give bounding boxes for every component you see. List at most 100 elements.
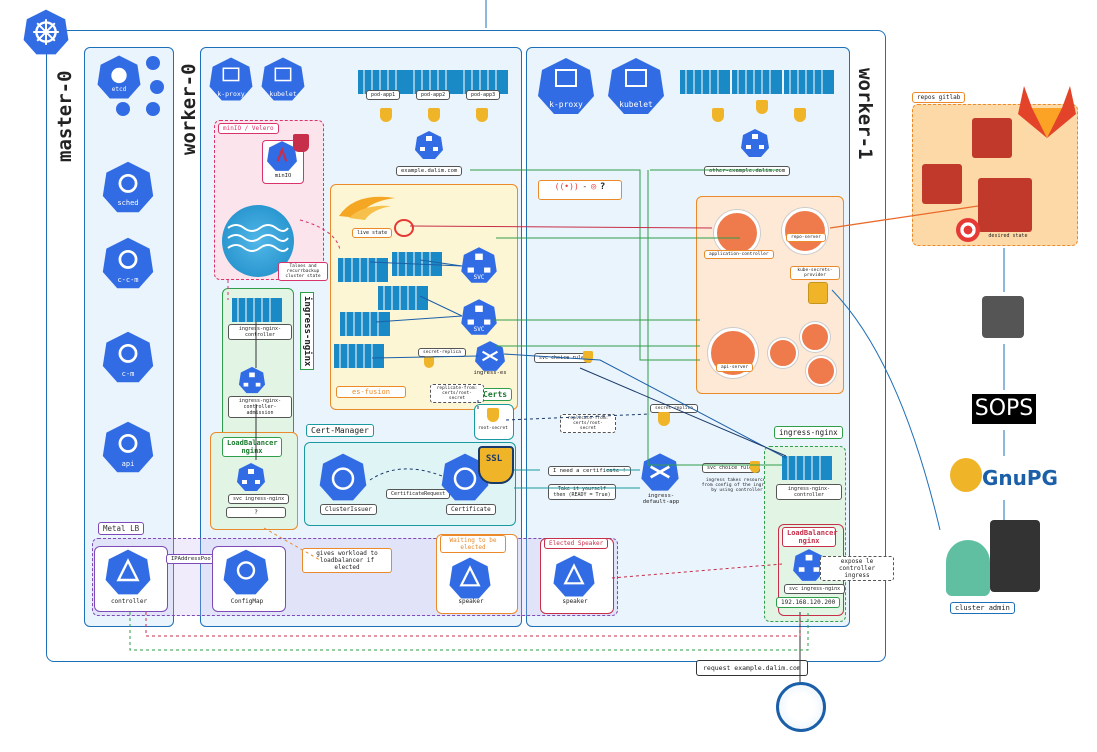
cert-manager-title: Cert-Manager [306, 424, 374, 437]
elected-speaker-label: speaker [562, 598, 588, 605]
es-svc-label: SVC [473, 326, 485, 333]
waiting-label: Waiting to be elected [440, 535, 506, 553]
ip-label: 192.168.120.200 [776, 597, 841, 608]
svc-ingress-w0-icon [236, 462, 266, 492]
ingress-note: ingress takes resources from config of t… [701, 478, 773, 493]
gitlab-logo-icon [1018, 86, 1076, 138]
es-pod-server-icon [340, 312, 390, 336]
minio-icon [266, 140, 298, 172]
master-node-label: master-0 [54, 70, 76, 162]
svc-ingress-w0-label: svc ingress-nginx [228, 494, 290, 504]
es-pod-server-icon [378, 286, 428, 310]
ingress-nginx-w0-vertical-label: ingress-nginx [300, 292, 314, 371]
argo-small-icon [768, 338, 798, 368]
velero-waves-icon [227, 224, 289, 252]
target-icon: ◎ [590, 182, 597, 192]
cm-icon [101, 330, 155, 384]
package-lock-icon [982, 296, 1024, 338]
api-server-label: api-server [716, 363, 754, 372]
ingress-default-icon [640, 452, 680, 492]
ingress-es-label: ingress-es [473, 370, 507, 376]
repos-gitlab-title: repos gitlab [912, 92, 966, 103]
elected-label: Elected Speaker [544, 538, 609, 549]
ssl-label: SSL [485, 454, 503, 464]
kubelet-w1-label: kubelet [619, 100, 653, 109]
gives-workload-note: gives workload to loadbalancer if electe… [302, 548, 392, 573]
ingress-controller-label: ingress-nginx-controller [228, 324, 292, 340]
application-controller-label: application-controller [704, 250, 774, 259]
ingress-controller-w1-label: ingress-nginx-controller [776, 484, 842, 500]
host1-label: example.dalim.com [396, 166, 463, 176]
pod-app2-label: pod-app2 [416, 90, 451, 100]
argo-small-icon [800, 322, 830, 352]
repo-server-label: repo-server [786, 233, 826, 242]
minio-velero-title: minIO / Velero [218, 123, 279, 134]
ssl-badge-icon [478, 446, 514, 484]
ccm-label: c-c-m [117, 276, 139, 284]
admin-server-icon [990, 520, 1040, 592]
kproxy-label: k-proxy [217, 90, 245, 98]
controller-label: controller [110, 598, 148, 605]
ingress-controller-server-icon [232, 298, 282, 322]
lock-icon [116, 102, 130, 116]
w1-pod-server-icon [680, 70, 730, 94]
gnupg-key-icon [950, 458, 982, 492]
ingress-es-icon [474, 340, 506, 372]
lock-icon [150, 80, 164, 94]
elected-speaker-icon [552, 554, 596, 598]
speaker-icon [448, 556, 492, 600]
ingress-controller-w1-server-icon [782, 456, 832, 480]
kubelet-w1-icon [606, 56, 666, 116]
cluster-issuer-icon [318, 452, 368, 502]
secret-replica-label: secret-replica [650, 404, 698, 413]
shield-icon [756, 100, 768, 114]
es-pod-server-icon [334, 344, 384, 368]
expose-note: expose le controller ingress [820, 556, 894, 581]
es-fusion-title: es-fusion [336, 386, 406, 398]
es-fusion-logo-icon [339, 196, 395, 220]
lb-question: ? [226, 507, 286, 518]
ccm-icon [101, 236, 155, 290]
gnupg-logo: GnuPG [982, 466, 1058, 490]
es-pod-server-icon [392, 252, 442, 276]
lock-icon [146, 56, 160, 70]
ingress-admission-label: ingress-nginx-controller-admission [228, 396, 292, 418]
lb-nginx-w1-title: LoadBalancer nginx [782, 527, 838, 547]
kubelet-label: kubelet [269, 90, 297, 98]
metallb-title: Metal LB [98, 522, 145, 535]
app-svc-icon [414, 130, 444, 160]
signal-icon [394, 219, 414, 237]
cluster-issuer-label: ClusterIssuer [320, 504, 377, 515]
shield-icon [658, 412, 670, 426]
lb-nginx-w0-title: LoadBalancer nginx [222, 437, 282, 457]
ingress-default-label: ingress-default-app [642, 493, 680, 505]
shield-icon [424, 356, 434, 368]
pod-app1-label: pod-app1 [366, 90, 401, 100]
admission-svc-icon [238, 366, 266, 394]
target-icon [956, 218, 980, 242]
shield-icon [428, 108, 440, 122]
ingress-nginx-w1-title: ingress-nginx [774, 426, 843, 439]
signal-target-tag: ((•)) - ◎ ? [538, 180, 622, 200]
metallb-controller-icon [104, 548, 152, 596]
worker0-node-label: worker-0 [178, 63, 200, 155]
root-secret-shield-icon [487, 408, 499, 422]
certificate-icon [440, 452, 490, 502]
kproxy-w1-icon [536, 56, 596, 116]
svc-ingress-w1-label: svc ingress-nginx [784, 584, 846, 594]
root-secret-label: root-secret [478, 426, 508, 431]
kproxy-icon [208, 56, 254, 102]
shield-icon [583, 351, 593, 363]
sops-logo: SOPS [972, 394, 1036, 424]
desired-state-repo-icon [978, 178, 1032, 232]
bucket-icon [293, 134, 309, 152]
lock-icon [808, 282, 828, 304]
configmap-label: ConfigMap [230, 598, 264, 605]
es-svc-label: SVC [473, 274, 485, 281]
signal-icon: ((•)) [554, 182, 579, 191]
need-cert-tag: I need a certificate ! [548, 466, 631, 476]
kproxy-w1-label: k-proxy [549, 100, 583, 109]
api-icon [101, 420, 155, 474]
argo-small-icon [806, 356, 836, 386]
w1-pod-server-icon [732, 70, 782, 94]
